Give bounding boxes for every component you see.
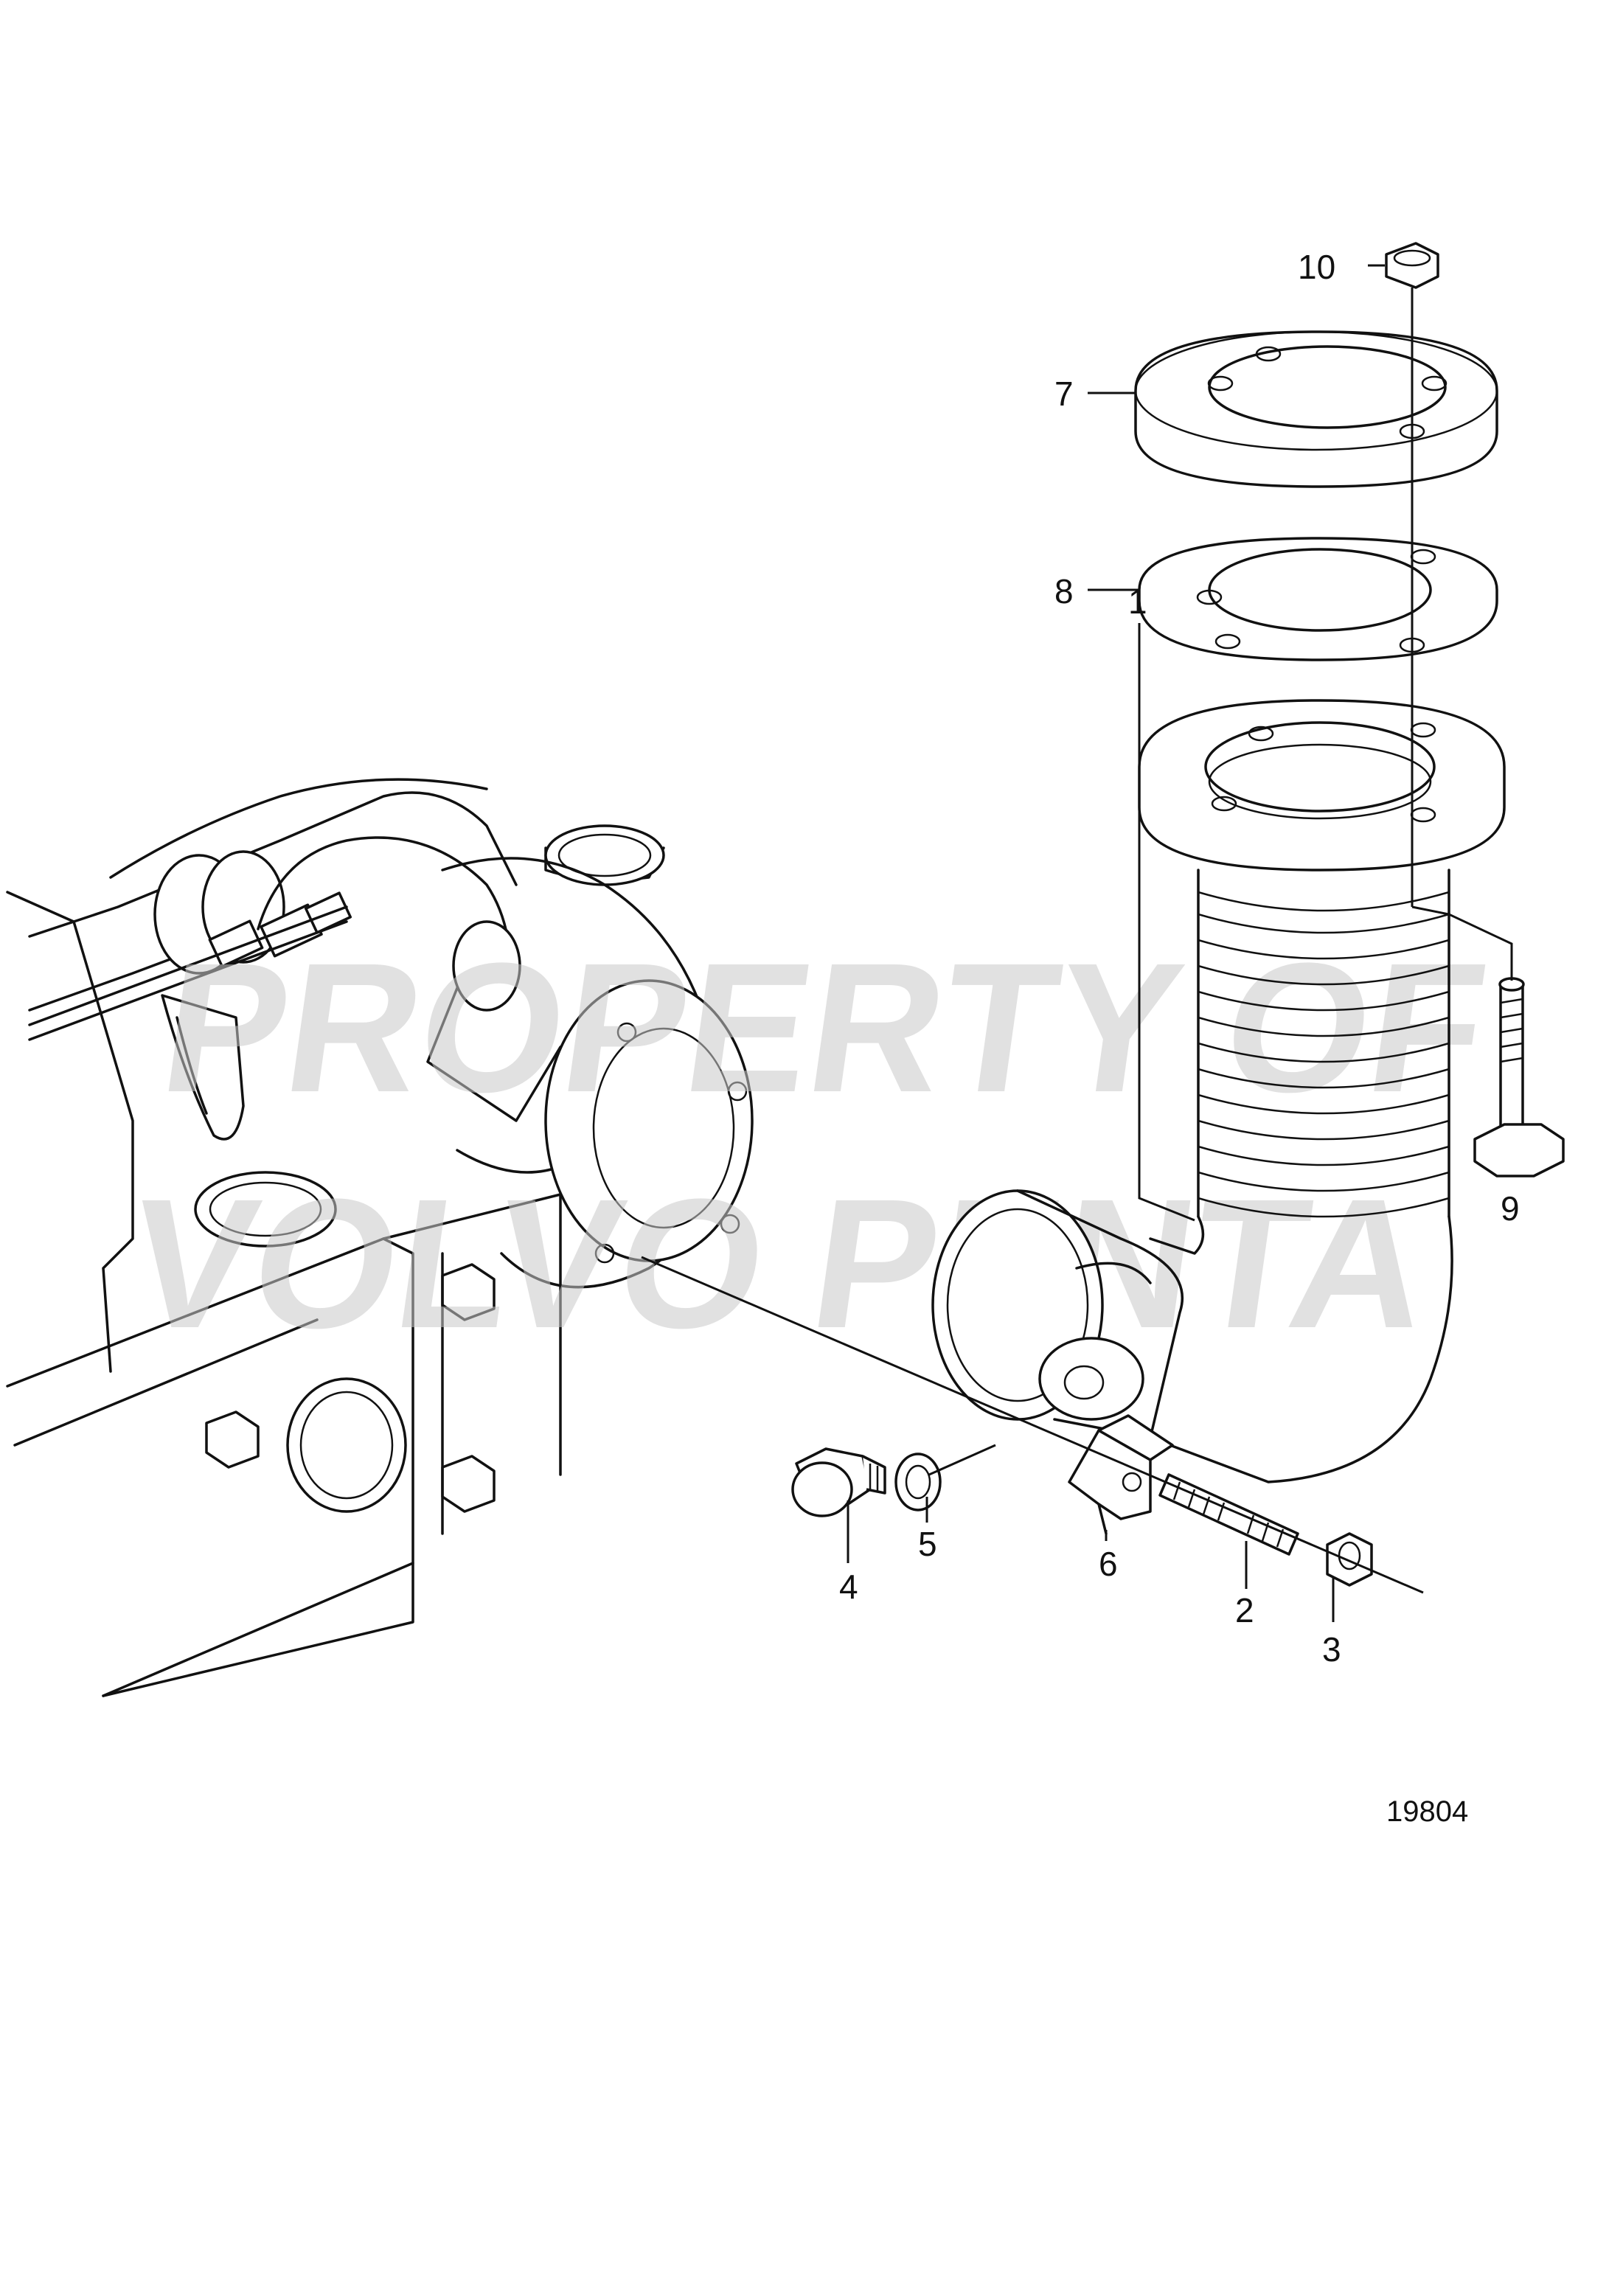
callout-4: 4 xyxy=(839,1568,858,1606)
callout-6: 6 xyxy=(1099,1545,1118,1583)
callout-9: 9 xyxy=(1501,1189,1520,1228)
callout-labels: 10 7 8 1 9 6 2 3 4 5 xyxy=(839,248,1520,1669)
part-5-sealing-washer xyxy=(894,1453,942,1511)
part-8-gasket xyxy=(1138,537,1498,661)
part-9-hex-bolt xyxy=(1473,977,1565,1177)
callout-8: 8 xyxy=(1054,572,1074,610)
watermark: PROPERTY OF VOLVO PENTA xyxy=(117,925,1497,1367)
watermark-line-2: VOLVO PENTA xyxy=(117,1161,1440,1367)
callout-7: 7 xyxy=(1054,375,1074,413)
leader-1 xyxy=(1138,623,1195,1222)
callout-3: 3 xyxy=(1322,1630,1341,1669)
part-10-lock-nut xyxy=(1385,242,1439,289)
part-6-clamp-block xyxy=(1068,1414,1174,1535)
engine-block-drawing xyxy=(6,778,754,1697)
callout-10: 10 xyxy=(1298,248,1335,286)
callout-5: 5 xyxy=(918,1525,937,1563)
part-4-drain-plug xyxy=(791,1447,886,1517)
callout-2: 2 xyxy=(1235,1591,1254,1629)
part-3-hex-nut xyxy=(1326,1532,1373,1587)
callout-1: 1 xyxy=(1128,582,1147,621)
part-2-stud xyxy=(1158,1473,1299,1556)
leader-lines xyxy=(641,264,1513,1622)
part-7-flange-ring xyxy=(1134,330,1498,488)
watermark-line-1: PROPERTY OF xyxy=(150,925,1497,1131)
figure-number: 19804 xyxy=(1386,1795,1468,1828)
